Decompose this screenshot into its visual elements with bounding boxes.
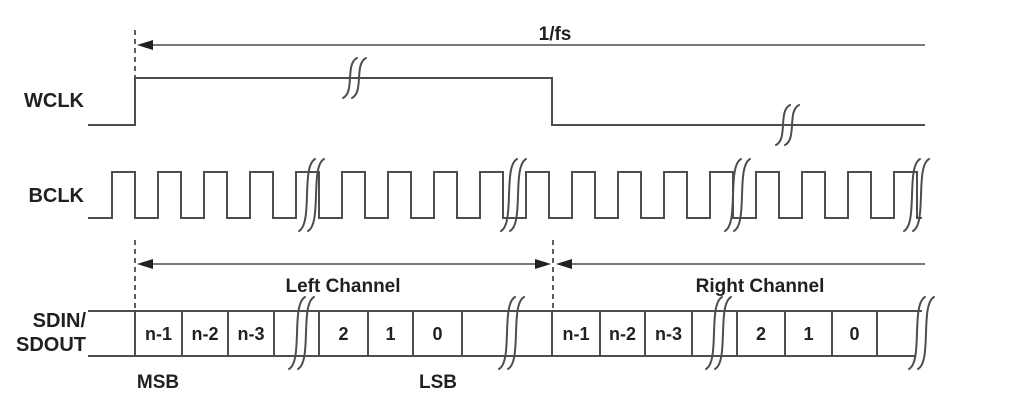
sdata-label-line2: SDOUT [16, 334, 86, 356]
sdata-break-3-icon [705, 296, 732, 370]
sdata-cell-dividers [134, 311, 878, 356]
wclk-waveform [88, 77, 925, 126]
bit-cell-label: 2 [756, 324, 766, 344]
bit-cell-label: 1 [385, 324, 395, 344]
right-channel-label: Right Channel [696, 276, 825, 297]
wclk-label: WCLK [24, 90, 85, 112]
bclk-label: BCLK [28, 185, 84, 207]
sdata-label-line1: SDIN/ [33, 310, 87, 332]
bit-cell-label: n-1 [145, 324, 172, 344]
bit-cell-label: 0 [432, 324, 442, 344]
bit-cell-label: n-1 [563, 324, 590, 344]
arrowhead-left-icon [137, 259, 153, 269]
msb-label: MSB [137, 372, 179, 393]
bclk-break-end-icon [903, 158, 930, 232]
bit-cell-label: 1 [803, 324, 813, 344]
bit-cell-label: 2 [338, 324, 348, 344]
bclk-break-3-icon [724, 158, 751, 232]
period-label: 1/fs [539, 24, 572, 45]
sdata-break-end-icon [908, 296, 935, 370]
bit-cell-label: n-2 [192, 324, 219, 344]
left-channel-label: Left Channel [285, 276, 400, 297]
right-channel-arrow [556, 259, 925, 269]
arrowhead-left-icon [137, 40, 153, 50]
period-arrow [137, 40, 925, 50]
bit-cell-label: n-3 [238, 324, 265, 344]
bclk-break-1-icon [298, 158, 325, 232]
sdata-break-2-icon [498, 296, 525, 370]
bit-cell-label: 0 [849, 324, 859, 344]
bit-cell-label: n-3 [655, 324, 682, 344]
bclk-break-2-icon [500, 158, 527, 232]
left-channel-arrow [137, 259, 551, 269]
bclk-waveform [88, 171, 922, 219]
left-channel-bits: n-1 n-2 n-3 2 1 0 [145, 324, 443, 344]
right-channel-bits: n-1 n-2 n-3 2 1 0 [563, 324, 860, 344]
wclk-break-high-icon [342, 57, 367, 99]
sdata-break-1-icon [288, 296, 315, 370]
arrowhead-left-icon [556, 259, 572, 269]
wclk-break-low-icon [775, 104, 800, 146]
lsb-label: LSB [419, 372, 457, 393]
bit-cell-label: n-2 [609, 324, 636, 344]
arrowhead-right-icon [535, 259, 551, 269]
